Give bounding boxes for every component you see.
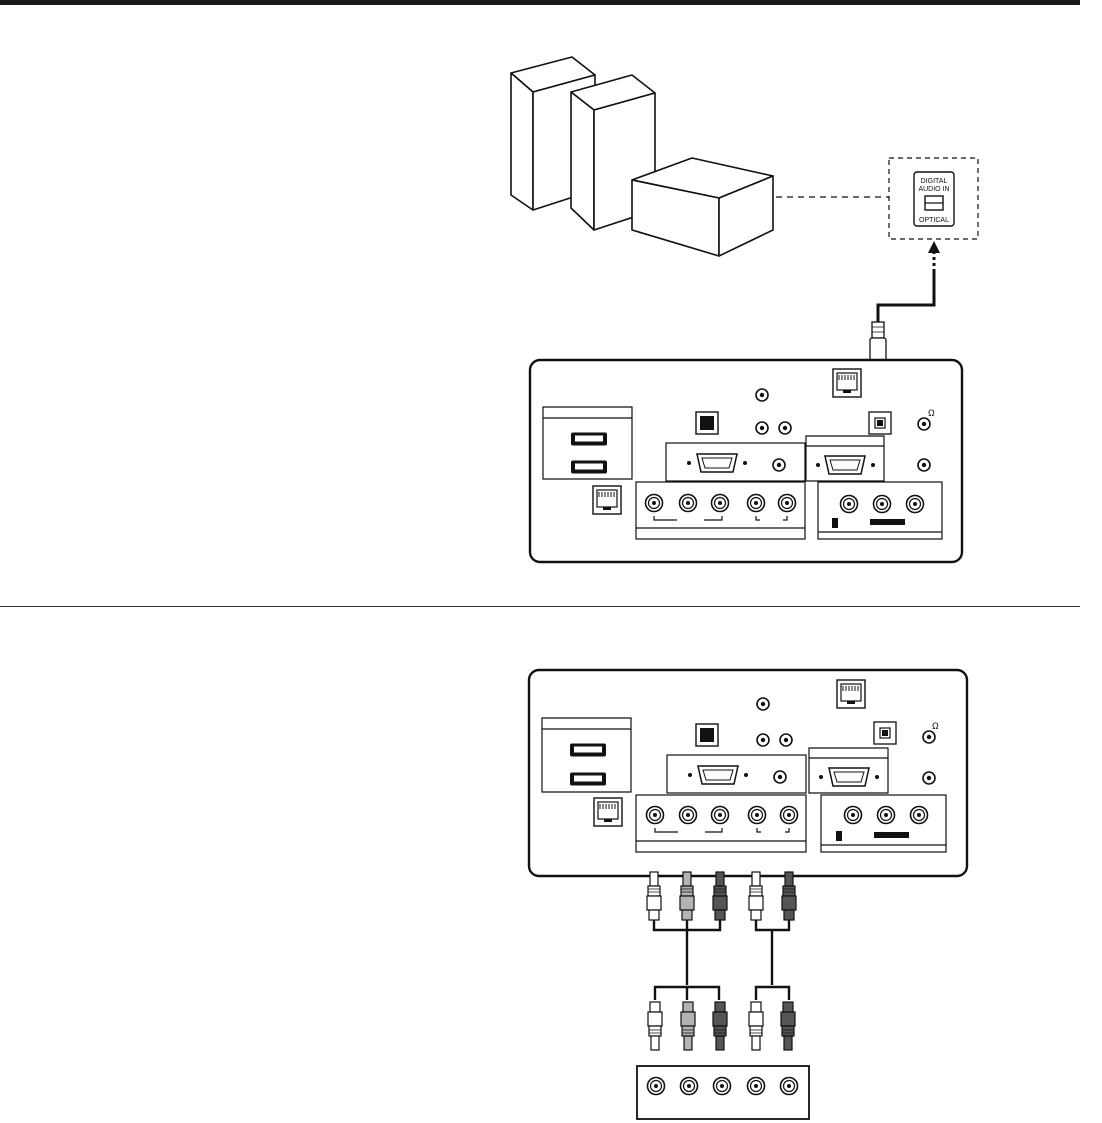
lan-port-icon [593,486,621,514]
optical-label-line1: DIGITAL [921,178,948,185]
jack-icon [756,422,768,434]
jack-icon [923,772,935,784]
headphone-jack-icon [918,418,930,430]
rca-input-block [636,482,805,539]
ohm-symbol: Ω [932,721,939,731]
headphone-jack-icon [923,731,935,743]
ohm-symbol: Ω [928,408,935,418]
optical-out-port-icon [696,412,718,434]
jack-icon [780,734,792,746]
rca-input-block [636,795,806,852]
tv-back-panel-2: Ω [529,670,967,876]
lan-port-top-icon [833,369,861,397]
jack-icon [779,422,791,434]
jack-icon [918,459,930,471]
optical-out-port-icon [696,724,718,746]
rca-input-block-2 [821,795,946,852]
jack-icon [757,698,769,710]
optical-label-line2: AUDIO IN [918,186,949,193]
jack-icon [756,389,768,401]
optical-cable [870,241,940,376]
rca-cable-set [647,872,796,1050]
optical-label-line3: OPTICAL [919,217,949,224]
hdmi-port-1-icon [571,433,607,446]
hdmi-port-2-icon [571,461,607,474]
lan-port-icon [594,798,622,826]
lan-port-top-icon [837,680,865,708]
hdmi-port-1-icon [570,744,606,757]
external-av-device [637,1066,809,1119]
hdmi-port-2-icon [570,773,606,786]
amplifier-box [632,158,773,256]
tv-back-panel-1: Ω [530,360,962,562]
rca-input-block-2 [818,482,942,539]
audio-system-illustration [511,57,773,256]
jack-icon [757,734,769,746]
optical-input-callout: DIGITAL AUDIO IN OPTICAL [889,158,978,239]
